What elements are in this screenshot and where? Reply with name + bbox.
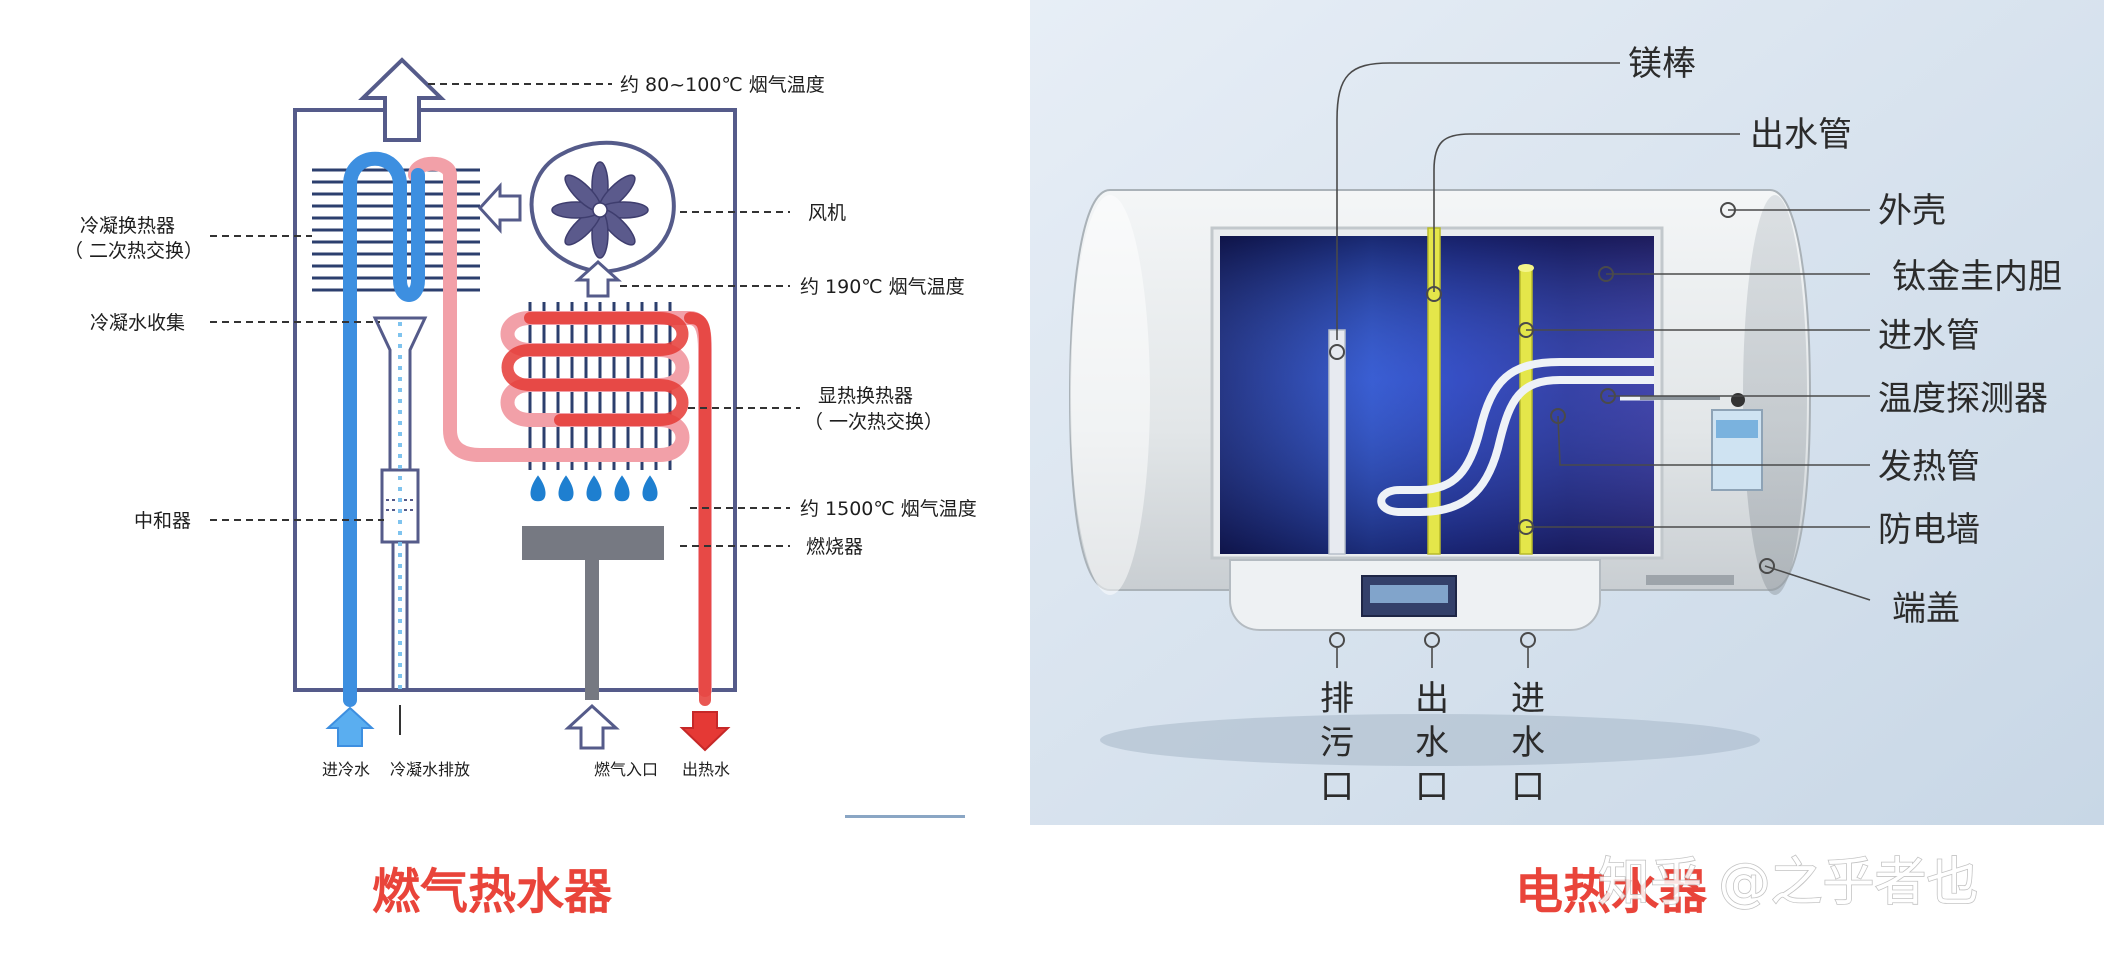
neutralizer-box [380, 468, 420, 544]
gas-heater-diagram: 约 80~100℃ 烟气温度 风机 约 190℃ 烟气温度 显热换热器 （ 一次… [64, 57, 977, 923]
label-sensible-hx-2: （ 一次热交换） [804, 411, 943, 433]
label-condensate-drain: 冷凝水排放 [390, 760, 470, 779]
fan-assembly [477, 140, 676, 298]
label-heating-tube: 发热管 [1878, 447, 1980, 487]
caption-gas-heater: 燃气热水器 [372, 864, 613, 920]
inlet-pipe-cap [1518, 264, 1534, 272]
inlet-pipe [1519, 265, 1533, 555]
heater-shadow [1100, 714, 1760, 766]
label-gas-in: 燃气入口 [594, 760, 658, 779]
leader-magnesium-rod [1336, 62, 1620, 340]
gas-in-arrow-icon [564, 703, 620, 750]
label-cold-in: 进冷水 [322, 760, 370, 779]
left-end-highlight [1070, 195, 1150, 595]
label-burner: 燃烧器 [806, 536, 863, 558]
label-inlet-pipe: 进水管 [1878, 316, 1980, 356]
label-flue-temp-out: 约 80~100℃ 烟气温度 [620, 74, 825, 96]
hot-out-arrow-icon [679, 711, 731, 752]
end-cap-ring [1743, 195, 1807, 595]
burner-block [522, 526, 664, 560]
label-anti-shock-wall: 防电墙 [1878, 510, 1980, 550]
cold-in-arrow-icon [325, 706, 375, 747]
label-hot-out: 出热水 [682, 760, 730, 779]
hot-water-pipe [501, 312, 711, 706]
flame-icons [529, 472, 659, 503]
label-shell: 外壳 [1878, 191, 1946, 231]
label-condensing-hx-1: 冷凝换热器 [80, 215, 175, 237]
label-magnesium-rod: 镁棒 [1628, 44, 1696, 84]
end-cap-vent [1646, 575, 1734, 585]
divider-mark [845, 815, 965, 818]
label-titanium-tank: 钛金圭内胆 [1892, 257, 2062, 297]
probe-dots [1640, 396, 1720, 400]
gas-heater-housing [293, 108, 737, 692]
label-sensible-hx-1: 显热换热器 [818, 385, 913, 407]
label-end-cap: 端盖 [1892, 589, 1960, 629]
exhaust-arrow-icon [358, 57, 446, 142]
warm-water-pipe [408, 156, 712, 697]
label-neutralizer: 中和器 [134, 510, 191, 532]
electric-heater-diagram: 镁棒 出水管 外壳 钛金圭内胆 进水管 温度探测器 发热管 防电墙 端盖 排污口… [1030, 0, 2104, 923]
label-drain-port: 排污口 [1320, 679, 1354, 807]
label-inlet-port: 进水口 [1511, 679, 1545, 807]
label-temp-probe: 温度探测器 [1878, 379, 2048, 419]
condensate-drain-line [372, 316, 428, 735]
fan-icon [551, 161, 649, 259]
label-outlet-pipe: 出水管 [1750, 115, 1852, 155]
watermark: 知乎 @之乎者也 [1598, 853, 1979, 913]
label-condensate-collect: 冷凝水收集 [90, 312, 185, 334]
cold-water-pipe [343, 151, 425, 707]
leader-end-cap [1764, 565, 1871, 601]
leader-outlet-pipe [1433, 133, 1740, 292]
fan-outflow-arrow-icon [477, 182, 522, 234]
indicator-knob [1731, 393, 1745, 407]
magnesium-rod [1328, 329, 1346, 555]
caption-electric-heater: 电热水器 [1515, 864, 1708, 920]
leader-heating-tube [1557, 415, 1870, 466]
label-flue-temp-mid: 约 190℃ 烟气温度 [800, 276, 965, 298]
thermometer-panel-top [1716, 420, 1758, 438]
label-flue-temp-burner: 约 1500℃ 烟气温度 [800, 498, 977, 520]
heating-tube [1377, 358, 1654, 516]
leader-markers [1329, 202, 1775, 648]
fan-inflow-arrow-icon [574, 259, 622, 298]
gas-pipe [585, 560, 599, 700]
label-fan: 风机 [808, 202, 846, 224]
label-outlet-port: 出水口 [1415, 679, 1449, 807]
lcd-screen [1370, 585, 1448, 603]
label-condensing-hx-2: （ 二次热交换） [64, 240, 203, 262]
